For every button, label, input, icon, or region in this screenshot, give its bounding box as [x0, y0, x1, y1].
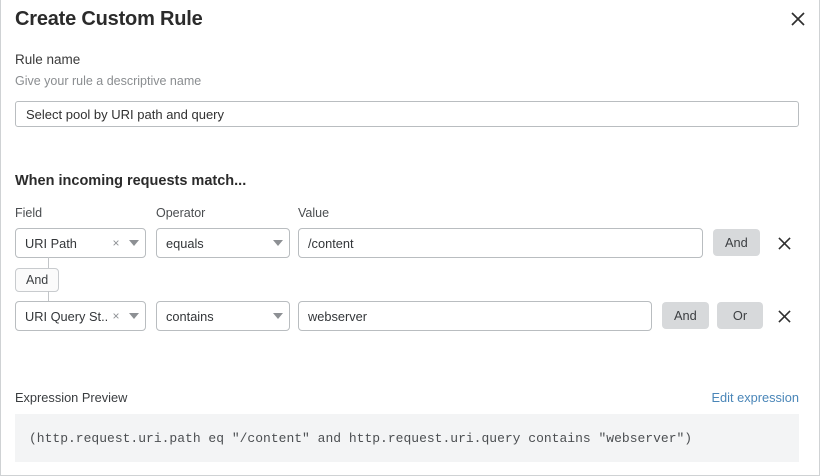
- delete-condition-button-0[interactable]: [773, 232, 795, 254]
- chevron-down-icon[interactable]: [123, 313, 145, 319]
- close-icon[interactable]: [785, 6, 811, 32]
- connector-line-bottom: [48, 291, 49, 302]
- field-select-0[interactable]: URI Path ×: [15, 228, 146, 258]
- clear-icon[interactable]: ×: [112, 236, 120, 250]
- connector-line-top: [48, 257, 49, 268]
- delete-condition-button-1[interactable]: [773, 305, 795, 327]
- or-button-1[interactable]: Or: [717, 302, 763, 329]
- operator-select-0[interactable]: equals: [156, 228, 290, 258]
- match-section-heading: When incoming requests match...: [15, 173, 247, 189]
- and-button-1[interactable]: And: [662, 302, 709, 329]
- column-header-field: Field: [15, 206, 43, 220]
- close-icon: [777, 236, 791, 250]
- expression-preview-box: (http.request.uri.path eq "/content" and…: [15, 414, 799, 462]
- chevron-down-icon[interactable]: [267, 240, 289, 246]
- field-select-1[interactable]: URI Query St... ×: [15, 301, 146, 331]
- connector-and-badge[interactable]: And: [15, 268, 60, 292]
- operator-select-1-value: contains: [166, 308, 214, 324]
- operator-select-0-value: equals: [166, 235, 204, 251]
- column-header-operator: Operator: [156, 206, 206, 220]
- close-icon: [777, 309, 791, 323]
- chevron-down-icon[interactable]: [267, 313, 289, 319]
- and-button-0[interactable]: And: [713, 229, 760, 256]
- clear-icon[interactable]: ×: [112, 309, 120, 323]
- value-input-0[interactable]: [298, 228, 703, 258]
- edit-expression-link[interactable]: Edit expression: [711, 390, 800, 405]
- operator-select-1[interactable]: contains: [156, 301, 290, 331]
- field-select-1-value: URI Query St...: [25, 308, 109, 324]
- page-title: Create Custom Rule: [15, 8, 203, 30]
- row-connector: And: [15, 257, 75, 302]
- rule-name-label: Rule name: [15, 52, 81, 67]
- value-input-1[interactable]: [298, 301, 652, 331]
- expression-preview-label: Expression Preview: [15, 390, 128, 405]
- column-header-value: Value: [298, 206, 330, 220]
- field-select-0-value: URI Path: [25, 235, 77, 251]
- rule-name-help-text: Give your rule a descriptive name: [15, 74, 202, 88]
- chevron-down-icon[interactable]: [123, 240, 145, 246]
- close-icon-glyph: [791, 12, 805, 26]
- rule-name-input[interactable]: [15, 101, 799, 127]
- expression-preview-code: (http.request.uri.path eq "/content" and…: [29, 430, 693, 446]
